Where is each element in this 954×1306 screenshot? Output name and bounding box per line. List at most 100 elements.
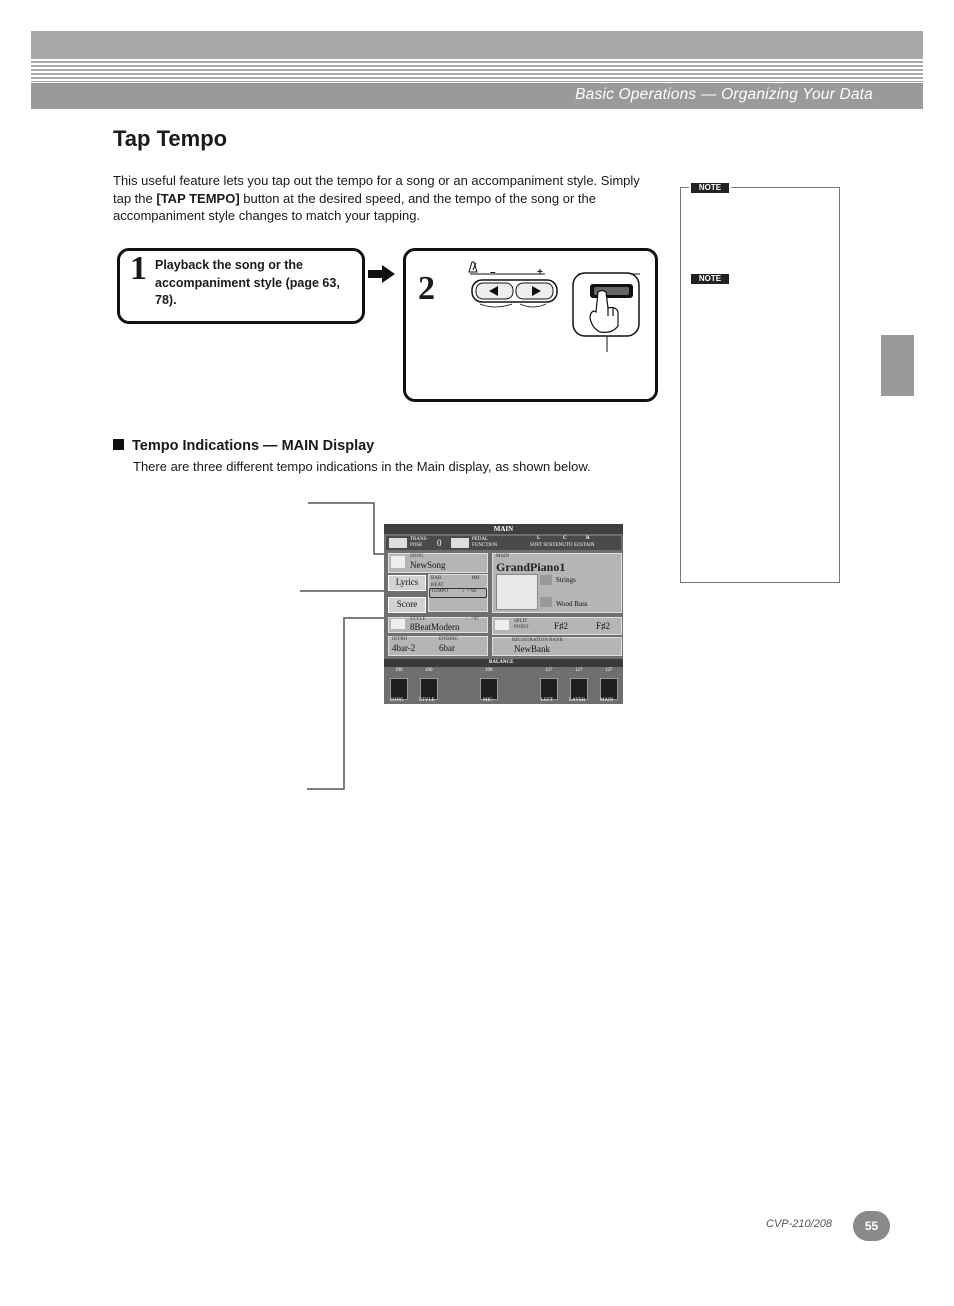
balance-name: SONG [390, 698, 404, 703]
style-panel [388, 617, 488, 633]
balance-value: 127 [605, 668, 613, 673]
style-tempo-value: ♩=97 [466, 617, 479, 622]
balance-value: 127 [575, 668, 583, 673]
metronome-icon [468, 261, 478, 273]
balance-slider [390, 678, 408, 700]
main-display-screenshot: MAIN TRANS- POSE 0 PEDAL FUNCTION L C R … [384, 524, 623, 704]
note-sidebar [680, 187, 840, 583]
song-name: NewSong [410, 560, 446, 570]
step-1-box [117, 248, 365, 324]
finger-icon [589, 289, 619, 333]
page-number: 55 [853, 1211, 890, 1241]
balance-slider [570, 678, 588, 700]
page-title: Tap Tempo [113, 126, 228, 151]
tempo-label: TEMPO [431, 589, 448, 594]
step-2-number: 2 [418, 270, 435, 307]
ending-value: 6bar [439, 643, 455, 653]
split-label: SPLIT POINT [514, 619, 529, 630]
transpose-label: TRANS- POSE [410, 537, 429, 548]
note-badge: NOTE [691, 183, 729, 193]
style-name: 8BeatModern [410, 622, 460, 632]
song-panel [388, 553, 488, 573]
split-point-panel [492, 617, 622, 635]
tempo-panel-illustration [468, 261, 640, 352]
balance-slider [420, 678, 438, 700]
balance-value: 100 [425, 668, 433, 673]
intro-paragraph: This useful feature lets you tap out the… [113, 173, 640, 223]
note-1: NOTE [689, 183, 731, 193]
intro-ending-panel [388, 636, 488, 656]
song-label: SONG [410, 554, 424, 559]
note-badge: NOTE [691, 274, 729, 284]
left-voice-name: Wood Bass [556, 600, 588, 608]
tempo-value: ♩= 92 [462, 589, 477, 594]
header-band [31, 83, 923, 109]
bar-value: 001 [472, 576, 480, 581]
split-keyboard-icon [495, 620, 509, 630]
left-triangle-icon [489, 286, 498, 296]
beat-label: BEAT [431, 583, 444, 588]
split-value-2: F♯2 [596, 621, 611, 631]
style-icon [391, 619, 405, 629]
balance-bar [384, 659, 623, 667]
balance-name: LEFT [541, 698, 553, 703]
keyboard-icon [389, 538, 407, 548]
bank-label: REGISTRATION BANK [512, 638, 564, 643]
pedal-names: SOFT SOSTENUTO SUSTAIN [530, 543, 595, 548]
step-1-text: Playback the song or the accompaniment s… [155, 258, 340, 307]
balance-slider [600, 678, 618, 700]
balance-value: 100 [485, 668, 493, 673]
section-body: There are three different tempo indicati… [133, 459, 591, 474]
balance-name: MIC [483, 698, 493, 703]
balance-name: MAIN [600, 698, 614, 703]
pedal-indicator-r: R [586, 536, 590, 541]
main-voice-label: MAIN [496, 554, 510, 559]
ending-label: ENDING [439, 637, 459, 642]
balance-value: 127 [545, 668, 553, 673]
header-stripes [31, 59, 923, 82]
tempo-plus-label: + [537, 267, 543, 278]
section-title: Basic Operations — Organizing Your Data [575, 86, 873, 103]
split-value-1: F♯2 [554, 621, 569, 631]
score-button: Score [388, 597, 426, 613]
display-title: MAIN [384, 524, 623, 534]
balance-name: STYLE [419, 698, 435, 703]
tempo-highlight [429, 588, 487, 598]
right-triangle-icon [532, 286, 541, 296]
header-bar-top [31, 31, 923, 59]
display-top-row [386, 536, 621, 550]
tempo-minus-label: – [490, 267, 496, 278]
bar-label: BAR [431, 576, 442, 581]
balance-name: LAYER [569, 698, 586, 703]
song-icon [391, 556, 405, 568]
balance-slider [540, 678, 558, 700]
chapter-tab [881, 335, 914, 396]
intro-value: 4bar-2 [392, 643, 416, 653]
layer-voice-name: Strings [556, 576, 576, 584]
section-heading: Tempo Indications — MAIN Display [113, 438, 374, 454]
main-voice-name: GrandPiano1 [496, 560, 566, 574]
lyrics-button: Lyrics [388, 575, 426, 591]
note-2: NOTE [689, 274, 731, 284]
grand-piano-icon [496, 574, 538, 610]
pedal-icon [451, 538, 469, 548]
bar-beat-tempo-panel [428, 574, 488, 612]
pedal-indicator-c: C [563, 536, 567, 541]
bullet-square-icon [113, 439, 124, 450]
bank-name: NewBank [514, 644, 550, 654]
balance-value: 100 [395, 668, 403, 673]
pedal-indicator-l: L [537, 536, 541, 541]
strings-icon [540, 575, 552, 585]
style-label: STYLE [410, 617, 426, 622]
model-name: CVP-210/208 [766, 1218, 833, 1230]
bass-icon [540, 597, 552, 607]
balance-label: BALANCE [489, 660, 514, 665]
intro-label: INTRO [392, 637, 408, 642]
transpose-value: 0 [437, 538, 442, 548]
registration-bank-panel [492, 637, 622, 656]
step-1-number: 1 [130, 250, 147, 287]
pedal-label: PEDAL FUNCTION [472, 537, 498, 548]
arrow-right-icon [368, 265, 395, 283]
balance-slider [480, 678, 498, 700]
tap-tempo-button-name: [TAP TEMPO] [156, 190, 240, 206]
